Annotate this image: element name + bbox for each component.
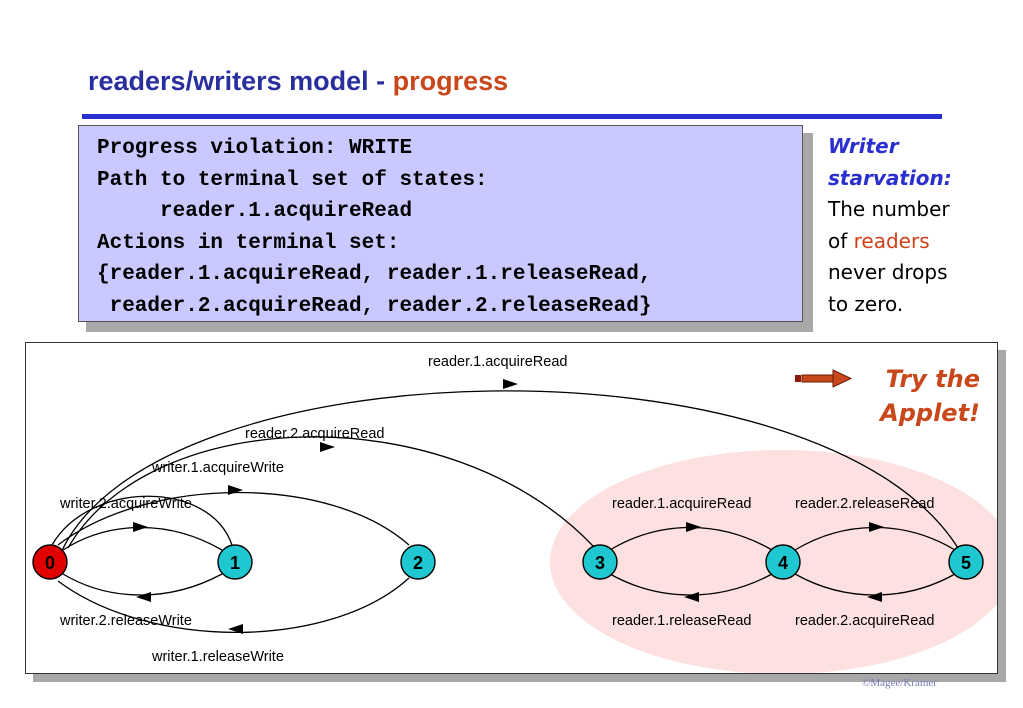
- transition-label: writer.1.acquireWrite: [151, 460, 284, 476]
- transition-label: reader.1.releaseRead: [612, 613, 751, 629]
- state-1: [217, 544, 253, 580]
- note-line-4: to zero.: [828, 291, 904, 316]
- arrowhead: [133, 522, 148, 532]
- transition-label: reader.1.acquireRead: [612, 496, 751, 512]
- edge-1-0: [62, 573, 223, 596]
- state-4: [765, 544, 801, 580]
- state-label: 1: [230, 553, 240, 573]
- code-line: reader.1.acquireRead: [97, 200, 413, 223]
- transition-label: writer.2.acquireWrite: [59, 496, 192, 512]
- code-line: {reader.1.acquireRead, reader.1.releaseR…: [97, 263, 652, 286]
- title-rule: [82, 114, 942, 119]
- applet-line-1: Try the: [885, 365, 980, 393]
- transition-label: writer.2.releaseWrite: [59, 613, 192, 629]
- edge-0-1: [62, 526, 223, 551]
- note-line-3: never drops: [828, 260, 948, 284]
- try-applet-text[interactable]: Try the Applet!: [845, 362, 980, 430]
- arrowhead: [503, 379, 518, 389]
- note-line-1: The number: [828, 197, 950, 221]
- state-label: 2: [413, 553, 423, 573]
- transition-label: reader.1.acquireRead: [428, 354, 567, 370]
- code-line: reader.2.acquireRead, reader.2.releaseRe…: [97, 294, 652, 318]
- note-line-2-prefix: of: [828, 228, 854, 253]
- state-label: 5: [961, 553, 971, 573]
- edge-0-1-outer: [51, 495, 233, 546]
- arrowhead: [228, 485, 243, 495]
- transition-label: writer.1.releaseWrite: [151, 649, 284, 665]
- writer-starvation-note: Writer starvation: The number of readers…: [828, 131, 1018, 320]
- arrowhead: [136, 592, 151, 602]
- transition-label: reader.2.acquireRead: [245, 426, 384, 442]
- state-3: [582, 544, 618, 580]
- applet-line-2: Applet!: [880, 399, 980, 427]
- state-2: [400, 544, 436, 580]
- right-arrow-icon: [795, 369, 853, 388]
- edge-0-2: [57, 491, 410, 546]
- title-accent: progress: [392, 66, 509, 96]
- code-line: Actions in terminal set:: [97, 231, 400, 255]
- code-line: Path to terminal set of states:: [97, 168, 488, 192]
- state-label: 4: [778, 553, 788, 573]
- state-0-initial: [32, 544, 68, 580]
- note-heading-2: starvation:: [828, 165, 952, 190]
- progress-output-box: Progress violation: WRITE Path to termin…: [78, 125, 803, 322]
- arrowhead: [228, 624, 243, 634]
- arrowhead: [686, 522, 701, 532]
- code-line: Progress violation: WRITE: [97, 137, 413, 160]
- arrowhead: [867, 592, 882, 602]
- state-label: 0: [45, 553, 55, 573]
- edge-0-5: [59, 390, 959, 556]
- state-label: 3: [595, 553, 605, 573]
- arrowhead: [684, 592, 699, 602]
- title-main: readers/writers model -: [88, 66, 393, 96]
- copyright-footer: ©Magee/Kramer: [862, 677, 937, 689]
- note-heading-1: Writer: [828, 134, 899, 158]
- arrowhead: [320, 442, 335, 452]
- state-5: [948, 544, 984, 580]
- page-title: readers/writers model - progress: [88, 66, 508, 97]
- transition-label: reader.2.acquireRead: [795, 613, 934, 629]
- edge-0-3: [67, 436, 595, 549]
- note-readers-word: readers: [853, 228, 930, 253]
- arrowhead: [869, 522, 884, 532]
- transition-label: reader.2.releaseRead: [795, 496, 934, 512]
- note-line-2: of readers: [828, 226, 1018, 258]
